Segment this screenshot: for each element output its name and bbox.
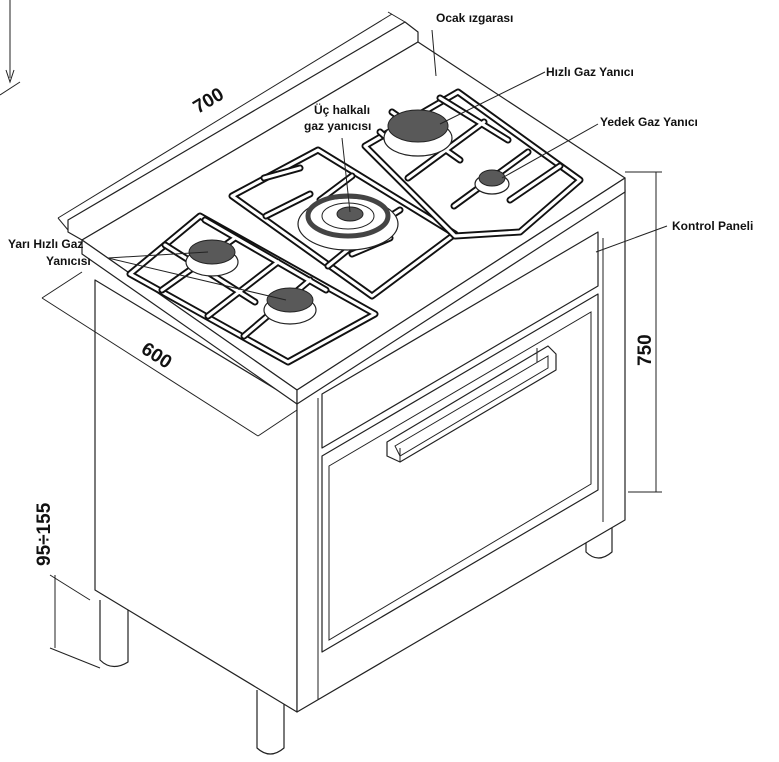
oven-handle [386, 345, 557, 463]
auxiliary-burner [474, 169, 510, 195]
label-triple-ring-1: Üç halkalı [314, 102, 370, 117]
dimension-lines [41, 11, 662, 669]
control-panel [321, 231, 599, 449]
label-triple-ring-2: gaz yanıcısı [304, 119, 371, 133]
dim-leg-height: 95÷155 [34, 502, 55, 566]
legs [99, 520, 613, 755]
cabinet [94, 189, 626, 713]
leader-lines [107, 29, 668, 301]
label-semi-rapid-1: Yarı Hızlı Gaz [8, 237, 83, 251]
semi-rapid-burner-front [263, 287, 317, 325]
burners [185, 109, 510, 325]
label-auxiliary-burner: Yedek Gaz Yanıcı [600, 115, 698, 129]
label-rapid-burner: Hızlı Gaz Yanıcı [546, 65, 634, 79]
triple-ring-burner [297, 193, 399, 251]
label-semi-rapid-2: Yanıcısı [46, 254, 91, 268]
semi-rapid-burner-back [185, 239, 239, 277]
labels: Ocak ızgarası Hızlı Gaz Yanıcı Yedek Gaz… [8, 11, 753, 268]
label-control-panel: Kontrol Paneli [672, 219, 753, 233]
label-grate: Ocak ızgarası [436, 11, 513, 25]
dim-height: 750 [635, 334, 656, 366]
dim-width: 700 [190, 84, 228, 118]
partial-dimension-arrow [0, 0, 21, 96]
rapid-burner [383, 109, 453, 157]
